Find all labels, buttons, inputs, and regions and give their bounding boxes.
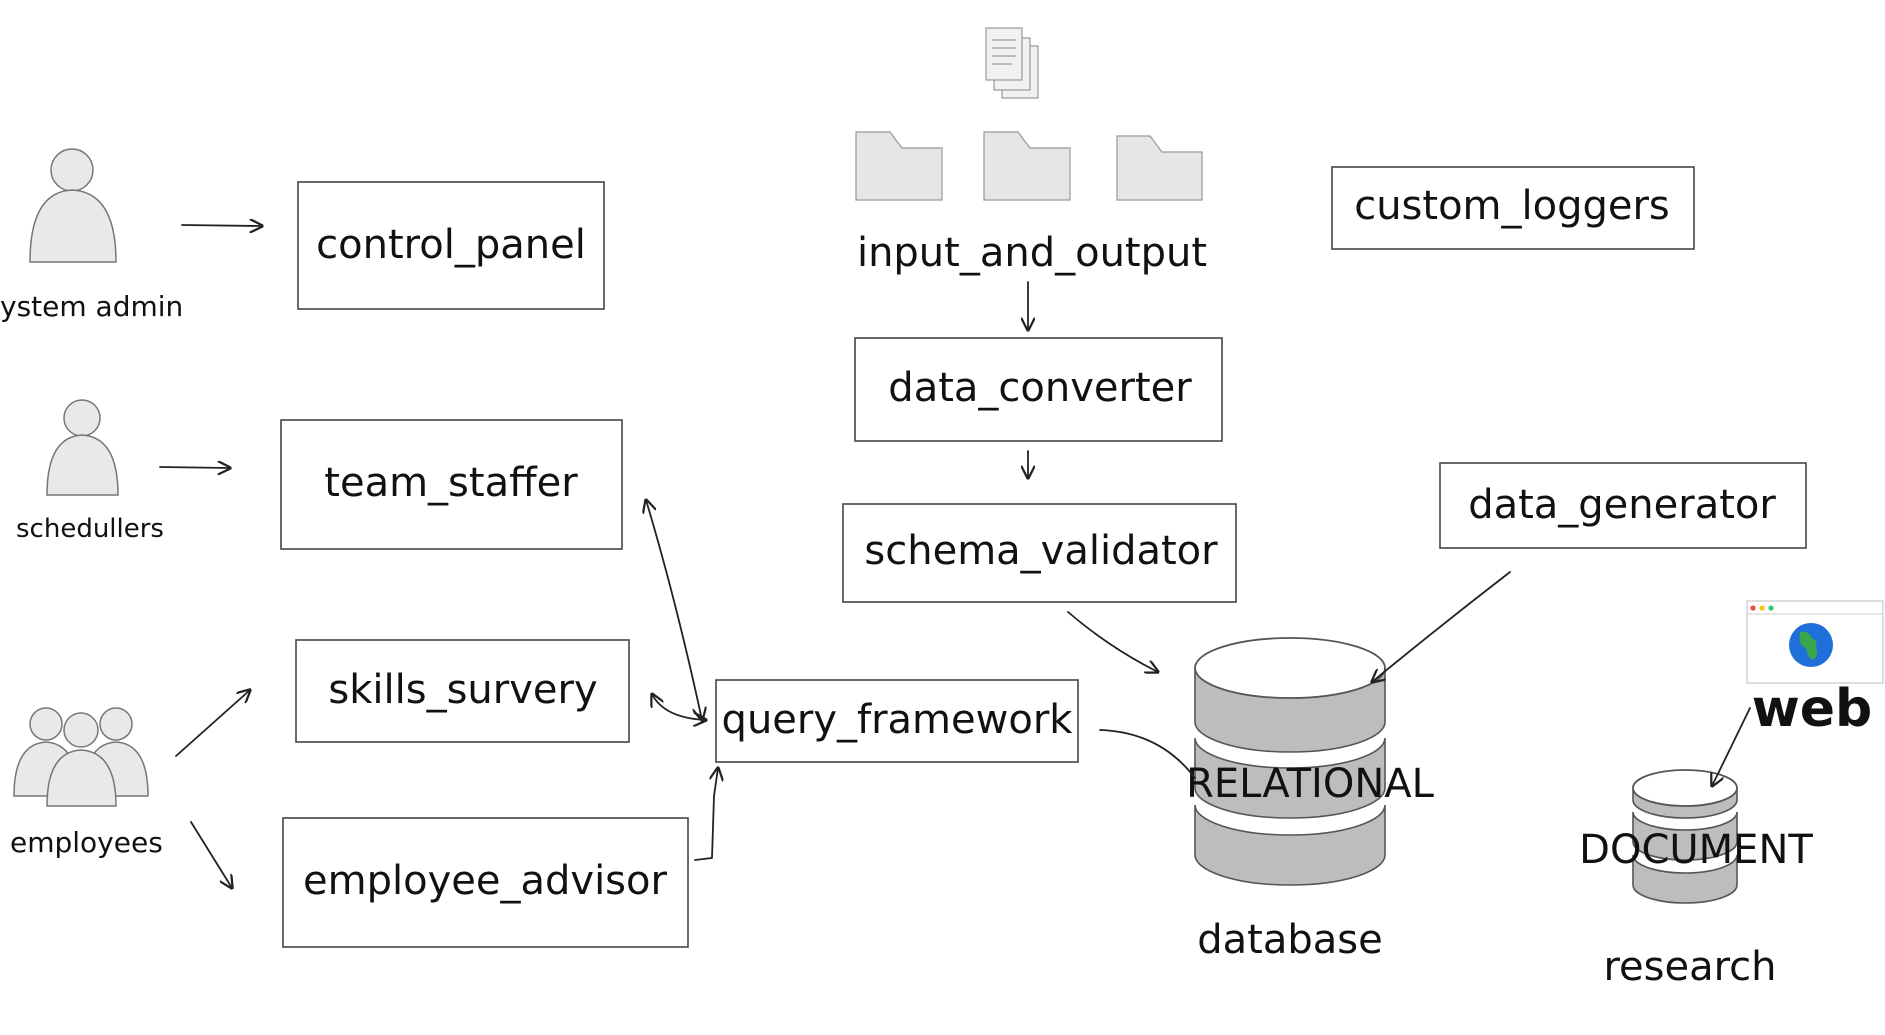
documents-icon	[985, 27, 1039, 99]
arrow-schema-validator-to-database	[1067, 611, 1158, 672]
schema-validator-box: schema_validator	[842, 503, 1237, 603]
data-converter-box: data_converter	[854, 337, 1223, 442]
folder-icon	[983, 131, 1071, 201]
query-framework-box: query_framework	[715, 679, 1079, 763]
document-db-caption: research	[1603, 944, 1776, 990]
arrow-employee-advisor-query-framework	[694, 768, 718, 861]
svg-text:control_panel: control_panel	[316, 222, 586, 268]
arrow-employees-to-employee-advisor	[190, 821, 232, 888]
arrow-query-framework-to-database	[1099, 729, 1196, 779]
svg-text:schema_validator: schema_validator	[864, 528, 1218, 574]
arrow-data-generator-to-database	[1372, 571, 1511, 682]
svg-text:skills_survery: skills_survery	[328, 667, 597, 713]
document-db-label: DOCUMENT	[1579, 827, 1813, 873]
scheduller-icon	[46, 399, 119, 496]
system-admin-icon	[29, 148, 117, 263]
relational-db-caption: database	[1197, 917, 1382, 963]
svg-text:custom_loggers: custom_loggers	[1354, 183, 1670, 229]
svg-text:employee_advisor: employee_advisor	[303, 858, 667, 904]
skills-survery-box: skills_survery	[295, 639, 630, 743]
relational-db-label: RELATIONAL	[1186, 761, 1435, 807]
web-label: web	[1752, 679, 1873, 739]
arrow-employees-to-skills-survery	[175, 690, 250, 757]
document-database-icon	[1632, 769, 1738, 904]
employee-advisor-box: employee_advisor	[282, 817, 689, 948]
arrow-schedullers-to-team-staffer	[159, 467, 230, 468]
system-admin-label: ystem admin	[0, 290, 183, 323]
data-generator-box: data_generator	[1439, 462, 1807, 549]
employees-label: employees	[10, 826, 163, 859]
arrow-admin-to-control-panel	[181, 225, 262, 226]
input-and-output-label: input_and_output	[857, 230, 1207, 276]
arrow-team-staffer-query-framework	[646, 500, 702, 720]
relational-database-icon	[1194, 637, 1386, 886]
schedullers-label: schedullers	[16, 514, 164, 544]
team-staffer-box: team_staffer	[280, 419, 623, 550]
browser-globe-icon	[1746, 600, 1884, 684]
custom-loggers-box: custom_loggers	[1331, 166, 1695, 250]
employees-group-icon	[13, 707, 149, 807]
svg-text:team_staffer: team_staffer	[324, 460, 578, 506]
arrow-skills-survery-query-framework	[652, 694, 706, 720]
folder-icon	[1116, 135, 1203, 201]
svg-text:data_generator: data_generator	[1468, 482, 1776, 528]
arrow-web-to-document-db	[1712, 707, 1751, 786]
folder-icon	[855, 131, 943, 201]
svg-text:data_converter: data_converter	[888, 365, 1192, 411]
control-panel-box: control_panel	[297, 181, 605, 310]
svg-text:query_framework: query_framework	[722, 697, 1074, 743]
